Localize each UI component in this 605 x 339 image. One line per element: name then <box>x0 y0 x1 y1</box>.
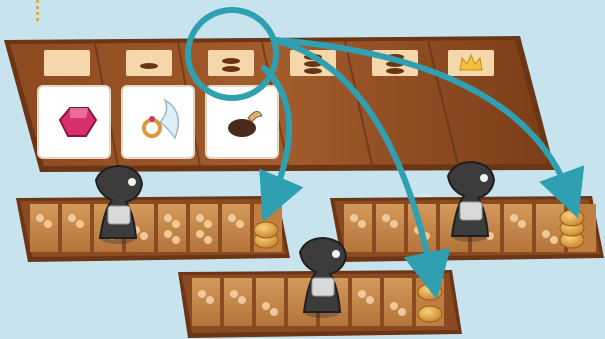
coin-1-icon <box>140 63 158 69</box>
coin-2-icon <box>222 58 240 64</box>
header-slot-blank <box>44 50 90 76</box>
main-board <box>4 36 555 172</box>
coin-stack-bottom <box>418 306 442 322</box>
player-board-left <box>16 196 290 262</box>
